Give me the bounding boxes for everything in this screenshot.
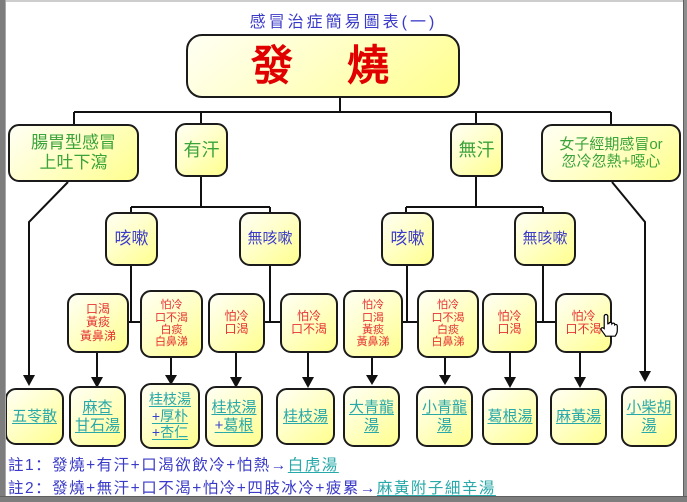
- node-cough-right: 咳嗽: [381, 212, 434, 266]
- footnote-1-remedy-link[interactable]: 白虎湯: [287, 457, 339, 474]
- arrowhead: [439, 375, 451, 385]
- hand-cursor-icon: [598, 313, 620, 342]
- nosweat-branch-line: [405, 177, 544, 213]
- frame-bottom-edge: [0, 496, 687, 502]
- node-sweating: 有汗: [175, 123, 228, 177]
- node-fever: 發 燒: [186, 34, 460, 98]
- footnote-1-body: 發燒+有汗+口渴欲飲冷+怕熱→: [52, 457, 288, 474]
- remedy-xiao-chaihu-tang[interactable]: 小柴胡湯: [621, 386, 677, 447]
- symptom-chills-nothirst-left: 怕冷口不渴: [280, 293, 338, 353]
- symptom-chills-nothirst-white-phlegm: 怕冷口不渴白痰白鼻涕: [140, 290, 203, 358]
- node-no-sweat: 無汗: [450, 123, 503, 177]
- symptom-chills-nothirst-right: 怕冷口不渴: [555, 293, 612, 353]
- footnote-2-body: 發燒+無汗+口不渴+怕冷+四肢冰冷+疲累→: [52, 480, 377, 497]
- remedy-guizhi-tang-houpo-xingren[interactable]: 桂枝湯+厚朴+杏仁: [140, 383, 200, 449]
- remedy-gegen-tang[interactable]: 葛根湯: [482, 388, 538, 445]
- frame-right-edge: [683, 0, 687, 502]
- root-stem-line: [73, 97, 612, 124]
- arrowhead: [23, 375, 35, 386]
- page-title: 感冒治症簡易圖表(一): [249, 14, 438, 31]
- node-no-cough-right: 無咳嗽: [514, 212, 576, 266]
- symptom-chills-thirst-left: 怕冷口渴: [208, 293, 265, 353]
- remedy-guizhi-tang[interactable]: 桂枝湯: [276, 388, 335, 445]
- arrowhead: [366, 375, 378, 385]
- remedy-wuling-san[interactable]: 五苓散: [5, 388, 64, 445]
- symptom-chills-thirst-right: 怕冷口渴: [482, 293, 537, 353]
- arrowhead: [302, 377, 314, 388]
- sweat-branch-line: [130, 177, 271, 213]
- arrow-shafts: [96, 352, 581, 378]
- arrow-stomach-diagonal: [28, 181, 69, 376]
- remedy-mahuang-tang[interactable]: 麻黃湯: [550, 388, 607, 445]
- arrowhead: [639, 371, 651, 382]
- remedy-maxing-ganshi-tang[interactable]: 麻杏甘石湯: [69, 386, 126, 447]
- arrow-menstrual-diagonal: [611, 181, 646, 372]
- footnote-2-prefix: 註2：: [8, 480, 53, 497]
- symptom-chills-thirst-yellow-phlegm: 怕冷口渴黃痰黃鼻涕: [343, 290, 403, 358]
- footnote-1: 註1：發燒+有汗+口渴欲飲冷+怕熱→白虎湯: [8, 453, 339, 475]
- frame-top-edge: [0, 0, 687, 2]
- arrowhead: [504, 377, 516, 388]
- footnote-1-prefix: 註1：: [8, 457, 53, 474]
- arrowhead: [574, 377, 586, 388]
- arrowhead: [91, 377, 103, 388]
- frame-left-edge: [0, 0, 6, 502]
- remedy-xiao-qinglong-tang[interactable]: 小青龍湯: [416, 386, 473, 447]
- node-no-cough-left: 無咳嗽: [239, 212, 301, 266]
- footnote-2: 註2：發燒+無汗+口不渴+怕冷+四肢冰冷+疲累→麻黃附子細辛湯: [8, 476, 496, 498]
- footnote-2-remedy-link[interactable]: 麻黃附子細辛湯: [376, 480, 496, 497]
- symptom-chills-nothirst-white-phlegm-right: 怕冷口不渴白痰白鼻涕: [417, 290, 479, 358]
- node-cough-left: 咳嗽: [105, 212, 158, 266]
- node-stomach-flu-cold: 腸胃型感冒上吐下瀉: [8, 124, 139, 182]
- remedy-guizhi-tang-gegen[interactable]: 桂枝湯+葛根: [205, 386, 263, 447]
- arrowhead: [165, 375, 177, 385]
- symptom-thirst-yellow-phlegm: 口渴黃痰黃鼻涕: [67, 293, 129, 353]
- arrowhead: [230, 377, 242, 388]
- remedy-da-qinglong-tang[interactable]: 大青龍湯: [343, 386, 400, 447]
